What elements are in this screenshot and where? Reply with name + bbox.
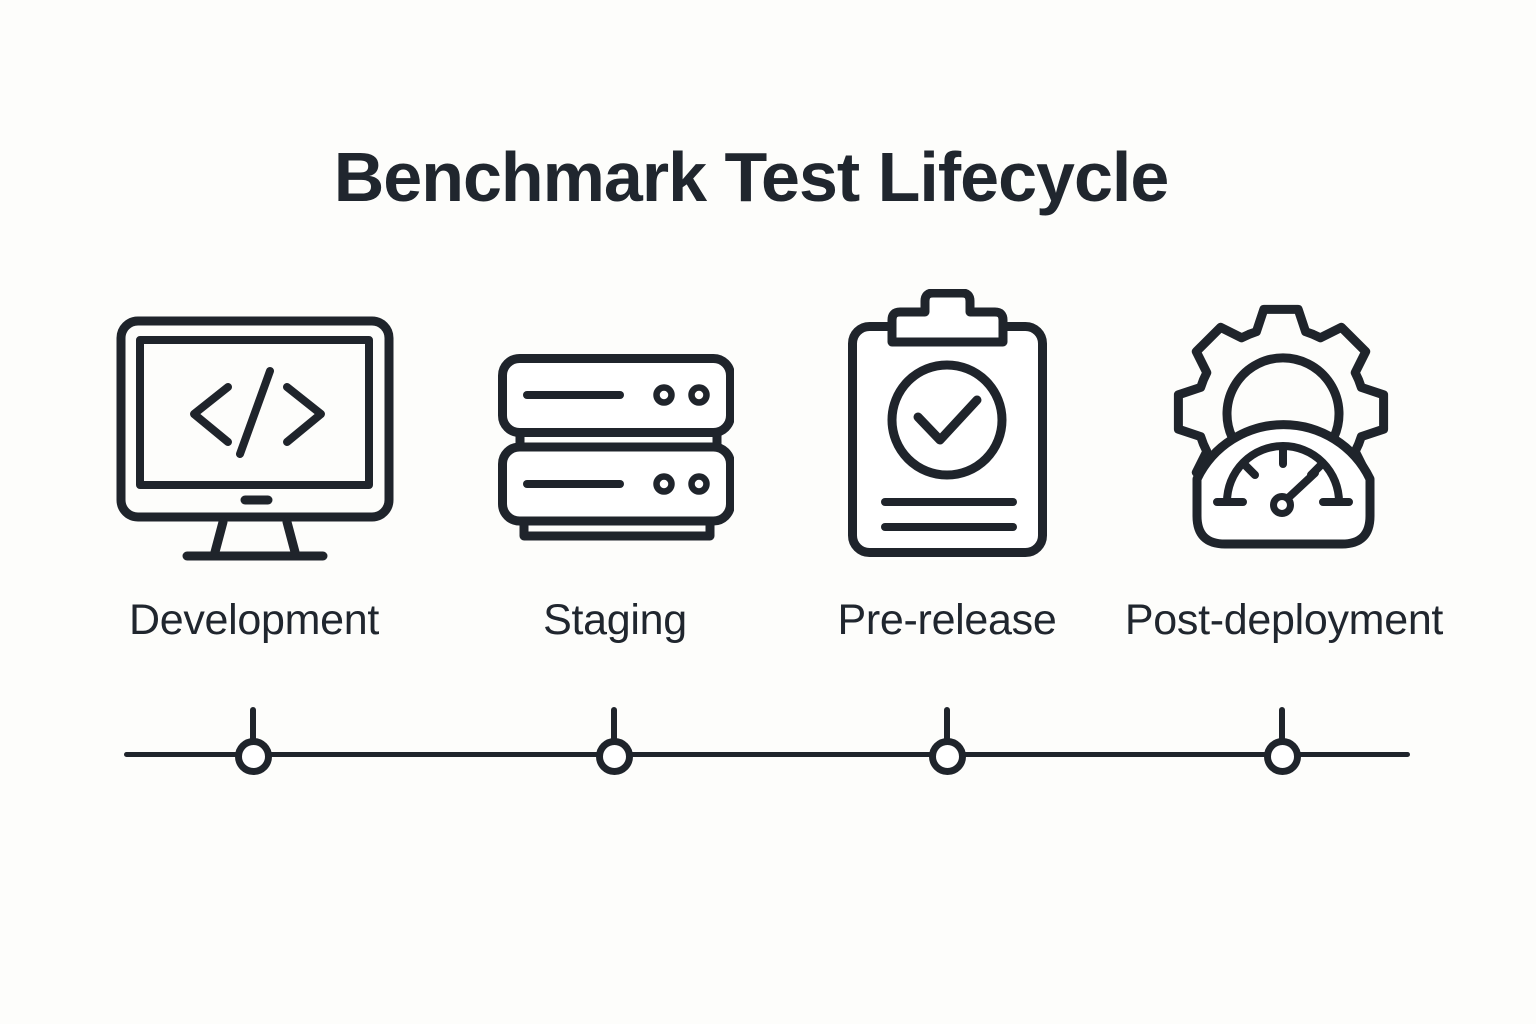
- server-led-3: [653, 473, 675, 495]
- timeline-stem-1: [250, 707, 256, 747]
- monitor-code-icon: [116, 316, 394, 561]
- server-led-4: [688, 473, 710, 495]
- server-stack-icon: [498, 354, 734, 541]
- stage-label-pre-release: Pre-release: [837, 596, 1057, 644]
- code-bracket-right: [283, 383, 325, 446]
- stage-label-post-deployment: Post-deployment: [1124, 596, 1444, 644]
- gauge-needle: [1282, 469, 1319, 504]
- stage-label-staging: Staging: [543, 596, 687, 644]
- timeline-marker-pre-release: [929, 738, 966, 775]
- page-title: Benchmark Test Lifecycle: [333, 137, 1170, 216]
- clipboard-clip: [887, 289, 1008, 347]
- monitor-stand: [182, 517, 328, 561]
- code-slash: [236, 367, 274, 458]
- gauge-tick-left: [1240, 460, 1259, 479]
- check-mark: [913, 395, 982, 445]
- timeline-line: [124, 752, 1410, 757]
- code-bracket-left: [190, 383, 232, 446]
- monitor-body: [116, 316, 394, 522]
- timeline-stem-3: [944, 707, 950, 747]
- timeline-stem-4: [1279, 707, 1285, 747]
- gauge-shell: [1192, 420, 1375, 549]
- monitor-screen: [136, 336, 373, 489]
- server-led-2: [688, 384, 710, 406]
- server-pedestal: [519, 516, 715, 541]
- gauge-needle-hub: [1270, 493, 1294, 517]
- timeline-marker-development: [235, 738, 272, 775]
- timeline-marker-staging: [596, 738, 633, 775]
- clipboard-board: [848, 322, 1047, 557]
- server-led-1: [653, 384, 675, 406]
- gauge-sunrise-arc: [1222, 353, 1344, 442]
- gear-speedometer-icon: [1173, 304, 1389, 549]
- stage-label-development: Development: [128, 596, 380, 644]
- clipboard-check-icon: [848, 289, 1047, 557]
- timeline-marker-post-deployment: [1264, 738, 1301, 775]
- check-circle: [887, 360, 1007, 480]
- timeline-stem-2: [611, 707, 617, 747]
